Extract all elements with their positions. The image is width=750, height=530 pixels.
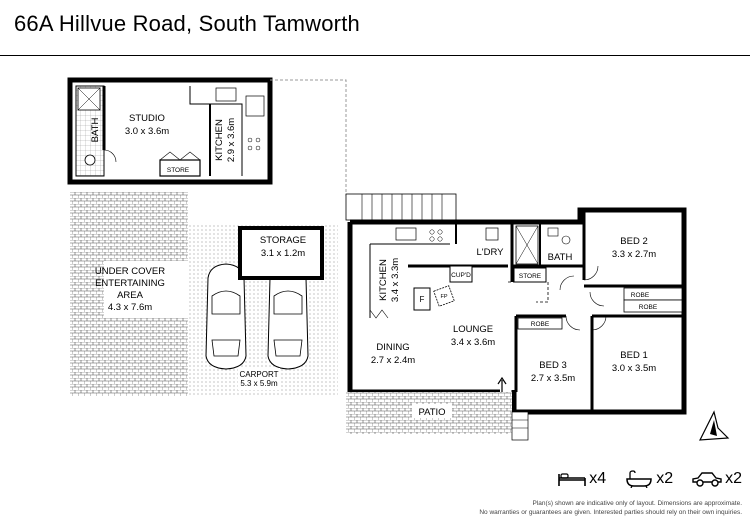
- car-icon: [692, 472, 722, 487]
- room-size-bed1: 3.0 x 3.5m: [612, 363, 656, 374]
- room-size-studio-kitchen: 2.9 x 3.6m: [226, 118, 237, 162]
- storage-room: STORAGE 3.1 x 1.2m: [238, 226, 324, 280]
- room-size-storage: 3.1 x 1.2m: [261, 248, 305, 259]
- room-label-dining: DINING: [376, 342, 409, 353]
- robe-label-bed3: ROBE: [531, 321, 550, 328]
- room-size-carport: 5.3 x 5.9m: [240, 379, 278, 388]
- room-label-bed3: BED 3: [539, 360, 566, 371]
- room-label-kitchen: KITCHEN: [378, 259, 389, 301]
- car-outline-1: [205, 263, 247, 370]
- room-label-entertaining-3: AREA: [117, 290, 144, 301]
- room-label-studio-store: STORE: [167, 167, 190, 174]
- cars-feature: x2: [691, 470, 742, 488]
- room-size-kitchen: 3.4 x 3.3m: [390, 258, 401, 302]
- property-address-title: 66A Hillvue Road, South Tamworth: [14, 11, 360, 36]
- room-label-patio: PATIO: [418, 407, 445, 418]
- property-features: x4 x2 x2: [557, 470, 742, 488]
- bed-icon: [558, 473, 587, 486]
- room-size-bed2: 3.3 x 2.7m: [612, 249, 656, 260]
- main-house: PATIO KITCHEN 3.4 x 3.3m F CUP'D FP L'DR…: [345, 193, 687, 441]
- cupboard-label: CUP'D: [451, 272, 471, 279]
- robe-label-a: ROBE: [631, 292, 650, 299]
- room-size-lounge: 3.4 x 3.6m: [451, 337, 495, 348]
- room-label-bath: BATH: [548, 252, 573, 263]
- room-label-storage: STORAGE: [260, 235, 306, 246]
- room-label-entertaining-2: ENTERTAINING: [95, 278, 165, 289]
- bedrooms-count: x4: [589, 470, 607, 487]
- disclaimer-line-2: No warranties or guarantees are given. I…: [479, 509, 742, 516]
- room-label-studio-bath: BATH: [90, 118, 101, 143]
- bathrooms-feature: x2: [624, 470, 673, 488]
- room-size-dining: 2.7 x 2.4m: [371, 355, 415, 366]
- room-label-studio: STUDIO: [129, 113, 165, 124]
- north-arrow-icon: [698, 410, 730, 441]
- room-label-studio-kitchen: KITCHEN: [214, 119, 225, 161]
- room-label-bed2: BED 2: [620, 236, 647, 247]
- disclaimer-line-1: Plan(s) shown are indicative only of lay…: [532, 500, 742, 507]
- bathtub-icon: [626, 470, 652, 488]
- header-divider: [0, 55, 750, 56]
- room-size-bed3: 2.7 x 3.5m: [531, 373, 575, 384]
- bedrooms-feature: x4: [557, 470, 606, 488]
- room-label-store: STORE: [519, 273, 542, 280]
- room-label-laundry: L'DRY: [477, 247, 505, 258]
- entertaining-area: UNDER COVER ENTERTAINING AREA 4.3 x 7.6m: [70, 192, 188, 396]
- room-size-entertaining: 4.3 x 7.6m: [108, 302, 152, 313]
- robe-label-b: ROBE: [639, 304, 658, 311]
- bathrooms-count: x2: [656, 470, 674, 487]
- yard-boundary: [270, 79, 347, 196]
- room-label-lounge: LOUNGE: [453, 324, 493, 335]
- studio-building: STUDIO 3.0 x 3.6m BATH KITCHEN 2.9 x 3.6…: [67, 77, 273, 185]
- room-label-bed1: BED 1: [620, 350, 647, 361]
- room-label-carport: CARPORT: [240, 370, 279, 379]
- fireplace-label: FP: [440, 294, 447, 300]
- fridge-label: F: [420, 295, 425, 304]
- room-label-entertaining-1: UNDER COVER: [95, 266, 165, 277]
- room-size-studio: 3.0 x 3.6m: [125, 126, 169, 137]
- cars-count: x2: [725, 470, 742, 487]
